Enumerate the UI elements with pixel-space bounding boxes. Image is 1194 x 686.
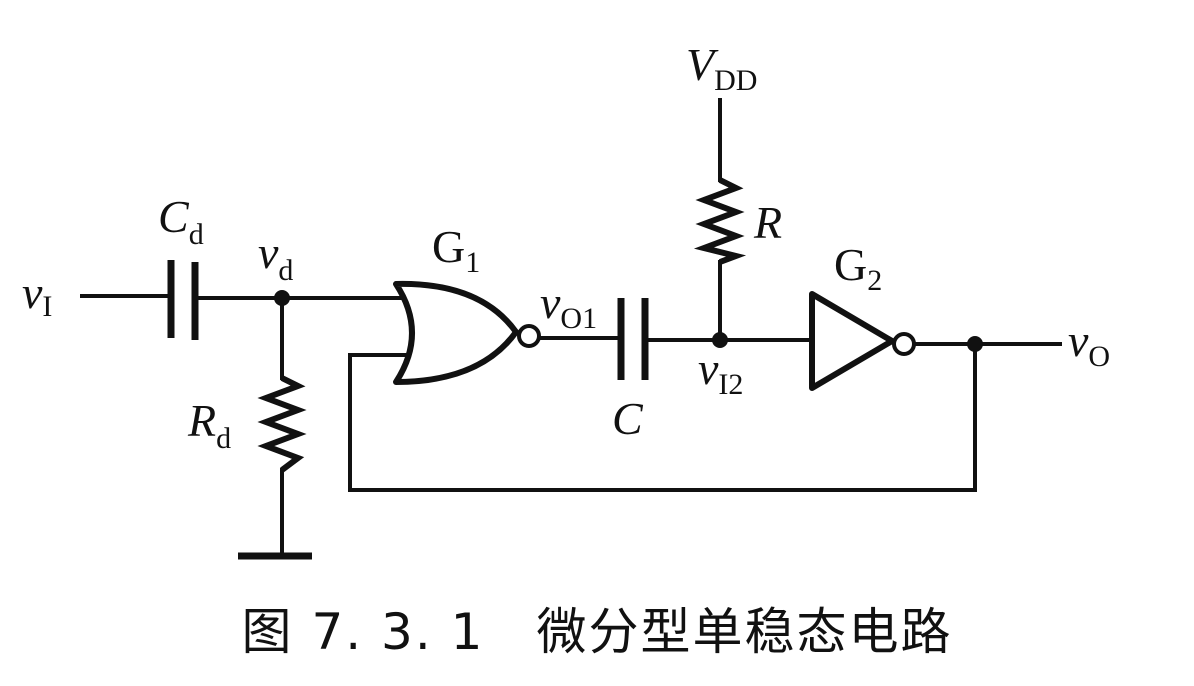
label-vo1: vO1 (540, 277, 597, 335)
figure-caption: 图 7. 3. 1 微分型单稳态电路 (241, 603, 953, 661)
resistor-r (693, 177, 747, 265)
label-vd: vd (258, 227, 293, 287)
gate-g2-inverter (809, 291, 916, 391)
capacitor-c (617, 298, 649, 380)
junction-vd (274, 290, 290, 306)
g2-inversion-bubble (892, 332, 916, 356)
label-vo: vO (1068, 315, 1110, 373)
label-r: R (753, 197, 782, 248)
resistor-rd (257, 375, 307, 473)
label-vi2: vI2 (698, 343, 743, 401)
label-rd: Rd (187, 395, 231, 455)
junction-vi2 (712, 332, 728, 348)
capacitor-cd (167, 260, 199, 340)
label-g2: G2 (834, 239, 882, 297)
label-c: C (612, 393, 644, 444)
wire-feedback (348, 342, 977, 492)
label-cd: Cd (158, 191, 204, 251)
gate-g1-nor (393, 280, 541, 385)
wires (80, 98, 1062, 558)
label-vdd: VDD (686, 39, 757, 97)
label-vi: vI (22, 267, 52, 323)
g1-inversion-bubble (517, 324, 541, 348)
label-g1: G1 (432, 221, 480, 279)
junction-vo (967, 336, 983, 352)
